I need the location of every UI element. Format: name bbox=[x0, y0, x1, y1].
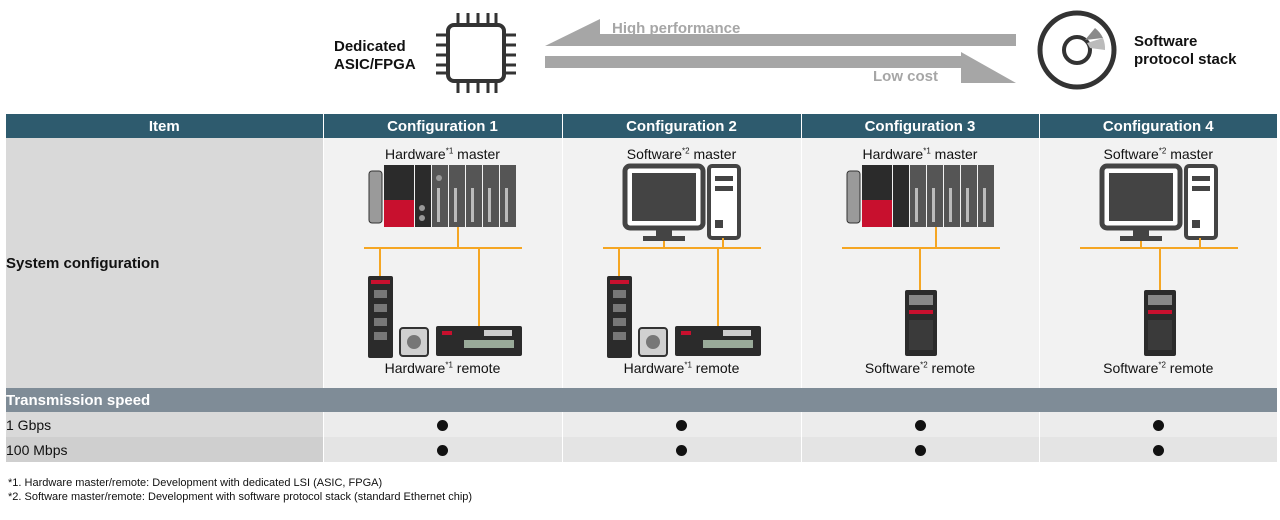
header-item: Item bbox=[6, 114, 323, 138]
header-config-4: Configuration 4 bbox=[1038, 114, 1277, 138]
footnote-mark: *1 bbox=[445, 146, 454, 156]
configuration-table: Item Configuration 1 Configuration 2 Con… bbox=[6, 114, 1277, 462]
speed-label-1gbps: 1 Gbps bbox=[6, 412, 323, 437]
servo-drive-icon bbox=[367, 276, 393, 358]
config-3-remote-label: Software*2 remote bbox=[802, 360, 1039, 376]
config-2-master-label: Software*2 master bbox=[563, 146, 801, 162]
footnote-mark: *1 bbox=[684, 360, 692, 370]
config-4-remote-label: Software*2 remote bbox=[1040, 360, 1278, 376]
remote-type: Hardware bbox=[623, 360, 685, 376]
software-remote-device-icon bbox=[904, 290, 937, 356]
low-cost-label: Low cost bbox=[873, 68, 939, 85]
config-3-master-label: Hardware*1 master bbox=[802, 146, 1039, 162]
remote-type: Software bbox=[864, 360, 921, 376]
supported-dot-icon bbox=[1152, 445, 1164, 457]
master-text: master bbox=[930, 146, 978, 162]
speed-cell bbox=[1038, 437, 1277, 462]
remote-type: Software bbox=[1103, 360, 1159, 376]
footnote-mark: *1 bbox=[923, 146, 931, 156]
pc-tower-icon bbox=[1183, 164, 1218, 240]
remote-type: Hardware bbox=[384, 360, 446, 376]
supported-dot-icon bbox=[914, 445, 926, 457]
transmission-speed-section-row: Transmission speed bbox=[6, 388, 1277, 412]
footnote-2: *2. Software master/remote: Development … bbox=[8, 491, 473, 503]
speed-cell bbox=[561, 437, 801, 462]
asic-label-line2: ASIC/FPGA bbox=[334, 56, 416, 73]
hardware-master-plc-icon bbox=[368, 165, 516, 227]
high-performance-label: High performance bbox=[612, 20, 741, 37]
supported-dot-icon bbox=[1152, 420, 1164, 432]
config-4-master-label: Software*2 master bbox=[1040, 146, 1278, 162]
footnote-mark: *2 bbox=[920, 360, 928, 370]
master-type: Software bbox=[1103, 146, 1159, 162]
supported-dot-icon bbox=[437, 445, 448, 457]
footnote-mark: *1 bbox=[445, 360, 453, 370]
asic-label-line1: Dedicated bbox=[334, 38, 406, 55]
footnotes: *1. Hardware master/remote: Development … bbox=[8, 476, 472, 504]
software-label-line2: protocol stack bbox=[1134, 51, 1237, 68]
remote-text: remote bbox=[927, 360, 976, 376]
speed-cell bbox=[322, 412, 562, 437]
supported-dot-icon bbox=[676, 420, 687, 432]
speed-label-100mbps: 100 Mbps bbox=[6, 437, 323, 462]
speed-cell bbox=[800, 412, 1039, 437]
master-type: Hardware bbox=[385, 146, 446, 162]
supported-dot-icon bbox=[676, 445, 687, 457]
pc-tower-icon bbox=[706, 164, 741, 240]
config-4-diagram: Software*2 master bbox=[1038, 138, 1278, 388]
supported-dot-icon bbox=[437, 420, 448, 432]
header-config-1: Configuration 1 bbox=[322, 114, 562, 138]
io-module-icon bbox=[435, 326, 522, 356]
io-module-icon bbox=[674, 326, 761, 356]
config-2-diagram: Software*2 master bbox=[561, 138, 801, 388]
chip-icon bbox=[433, 10, 519, 96]
software-label-line1: Software bbox=[1134, 33, 1198, 50]
network-line bbox=[602, 238, 761, 326]
header-config-3: Configuration 3 bbox=[800, 114, 1039, 138]
config-3-diagram: Hardware*1 master bbox=[800, 138, 1039, 388]
system-configuration-row: System configuration Hardware*1 master bbox=[6, 138, 1277, 388]
master-text: master bbox=[1166, 146, 1213, 162]
pc-monitor-icon bbox=[1099, 163, 1182, 241]
config-2-remote-label: Hardware*1 remote bbox=[563, 360, 801, 376]
motor-icon bbox=[398, 327, 429, 357]
footnote-mark: *2 bbox=[1158, 360, 1166, 370]
software-stack-label: Software protocol stack bbox=[1134, 33, 1237, 69]
speed-row-1gbps: 1 Gbps bbox=[6, 412, 1277, 437]
config-1-diagram: Hardware*1 master bbox=[322, 138, 562, 388]
hardware-master-plc-icon bbox=[846, 165, 994, 227]
footnote-1: *1. Hardware master/remote: Development … bbox=[8, 477, 383, 489]
master-type: Hardware bbox=[862, 146, 924, 162]
config-1-remote-label: Hardware*1 remote bbox=[324, 360, 562, 376]
network-line bbox=[841, 227, 1000, 290]
pc-monitor-icon bbox=[622, 163, 705, 241]
servo-drive-icon bbox=[606, 276, 632, 358]
performance-arrows bbox=[545, 16, 1020, 86]
remote-text: remote bbox=[452, 360, 501, 376]
network-line bbox=[363, 227, 522, 326]
footnote-mark: *2 bbox=[682, 146, 690, 156]
master-text: master bbox=[689, 146, 737, 162]
speed-cell bbox=[800, 437, 1039, 462]
config-1-master-label: Hardware*1 master bbox=[324, 146, 562, 162]
master-text: master bbox=[453, 146, 500, 162]
remote-text: remote bbox=[691, 360, 740, 376]
remote-text: remote bbox=[1165, 360, 1214, 376]
speed-row-100mbps: 100 Mbps bbox=[6, 437, 1277, 462]
speed-cell bbox=[561, 412, 801, 437]
system-configuration-label: System configuration bbox=[6, 138, 323, 388]
header-config-2: Configuration 2 bbox=[561, 114, 801, 138]
asic-fpga-label: Dedicated ASIC/FPGA bbox=[334, 38, 416, 74]
transmission-speed-label: Transmission speed bbox=[6, 388, 1277, 412]
supported-dot-icon bbox=[914, 420, 926, 432]
table-header-row: Item Configuration 1 Configuration 2 Con… bbox=[6, 114, 1277, 138]
master-type: Software bbox=[626, 146, 682, 162]
motor-icon bbox=[637, 327, 668, 357]
speed-cell bbox=[1038, 412, 1277, 437]
software-remote-device-icon bbox=[1143, 290, 1176, 356]
footnote-mark: *2 bbox=[1158, 146, 1167, 156]
network-line bbox=[1079, 238, 1238, 290]
speed-cell bbox=[322, 437, 562, 462]
disc-icon bbox=[1035, 8, 1119, 92]
